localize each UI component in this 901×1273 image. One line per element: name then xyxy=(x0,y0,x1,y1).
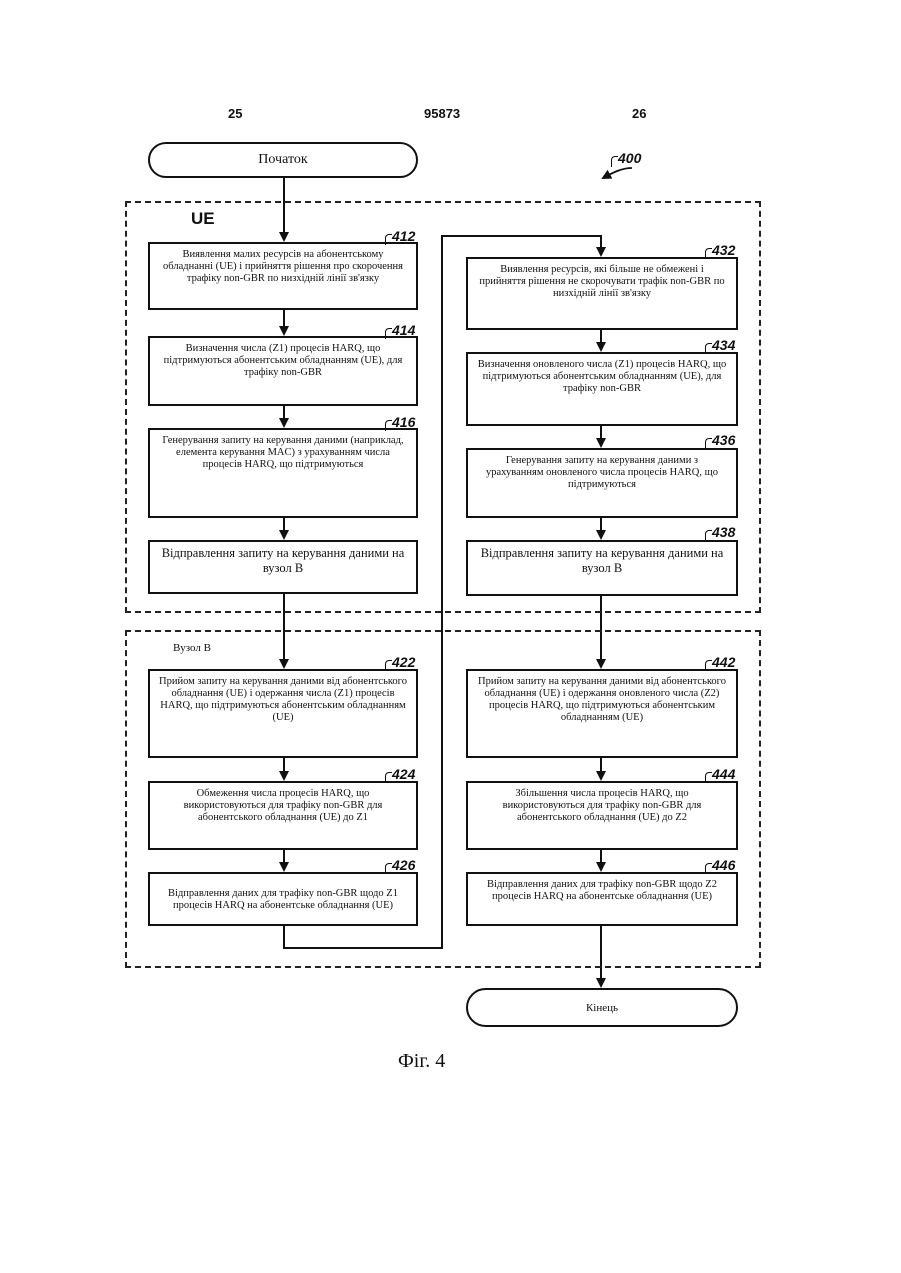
step-422-ref: 422 xyxy=(392,654,415,670)
step-424-text: Обмеження числа процесів HARQ, що викори… xyxy=(184,788,383,823)
step-414-text: Визначення числа (Z1) процесів HARQ, що … xyxy=(164,343,403,378)
step-426-box: Відправлення даних для трафіку non-GBR щ… xyxy=(148,872,418,926)
step-412-text: Виявлення малих ресурсів на абонентськом… xyxy=(163,249,403,284)
node-b-region-label: Вузол B xyxy=(173,642,211,654)
step-414-ref: 414 xyxy=(392,322,415,338)
ue-region-label: UE xyxy=(191,209,215,229)
step-422-text: Прийом запиту на керування даними від аб… xyxy=(159,676,407,723)
start-terminal: Початок xyxy=(148,142,418,178)
step-444-text: Збільшення числа процесів HARQ, що викор… xyxy=(503,788,702,823)
step-438-box: Відправлення запиту на керування даними … xyxy=(466,540,738,596)
step-416-box: Генерування запиту на керування даними (… xyxy=(148,428,418,518)
step-418-text: Відправлення запиту на керування даними … xyxy=(162,546,405,575)
step-438-ref: 438 xyxy=(712,524,735,540)
step-424-ref: 424 xyxy=(392,766,415,782)
step-434-box: Визначення оновленого числа (Z1) процесі… xyxy=(466,352,738,426)
step-442-ref: 442 xyxy=(712,654,735,670)
step-432-ref: 432 xyxy=(712,242,735,258)
step-414-box: Визначення числа (Z1) процесів HARQ, що … xyxy=(148,336,418,406)
step-442-text: Прийом запиту на керування даними від аб… xyxy=(478,676,726,723)
step-446-box: Відправлення даних для трафіку non-GBR щ… xyxy=(466,872,738,926)
step-424-box: Обмеження числа процесів HARQ, що викори… xyxy=(148,781,418,850)
step-438-text: Відправлення запиту на керування даними … xyxy=(481,546,724,575)
step-418-box: Відправлення запиту на керування даними … xyxy=(148,540,418,594)
step-416-ref: 416 xyxy=(392,414,415,430)
step-422-box: Прийом запиту на керування даними від аб… xyxy=(148,669,418,758)
step-446-text: Відправлення даних для трафіку non-GBR щ… xyxy=(487,879,717,902)
figure-caption: Фіг. 4 xyxy=(398,1050,445,1073)
step-444-box: Збільшення числа процесів HARQ, що викор… xyxy=(466,781,738,850)
step-442-box: Прийом запиту на керування даними від аб… xyxy=(466,669,738,758)
end-terminal: Кінець xyxy=(466,988,738,1027)
step-426-text: Відправлення даних для трафіку non-GBR щ… xyxy=(168,888,398,911)
step-436-text: Генерування запиту на керування даними з… xyxy=(486,455,718,490)
diagram-ref-400: 400 xyxy=(618,150,641,166)
step-426-ref: 426 xyxy=(392,857,415,873)
step-436-box: Генерування запиту на керування даними з… xyxy=(466,448,738,518)
step-446-ref: 446 xyxy=(712,857,735,873)
step-412-ref: 412 xyxy=(392,228,415,244)
step-436-ref: 436 xyxy=(712,432,735,448)
step-432-text: Виявлення ресурсів, які більше не обмеже… xyxy=(479,264,724,299)
step-416-text: Генерування запиту на керування даними (… xyxy=(162,435,403,470)
step-412-box: Виявлення малих ресурсів на абонентськом… xyxy=(148,242,418,310)
step-434-text: Визначення оновленого числа (Z1) процесі… xyxy=(478,359,726,394)
step-432-box: Виявлення ресурсів, які більше не обмеже… xyxy=(466,257,738,330)
step-444-ref: 444 xyxy=(712,766,735,782)
step-434-ref: 434 xyxy=(712,337,735,353)
